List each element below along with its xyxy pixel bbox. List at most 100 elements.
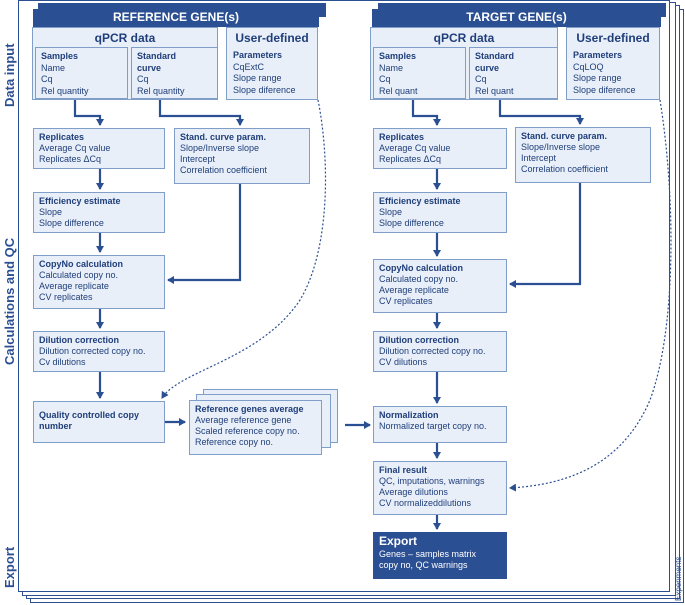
side-label-data-input: Data input xyxy=(2,43,17,107)
ref-standard-panel: Standard curve Cq Rel quantity xyxy=(131,47,218,99)
target-final-line: Average dilutions xyxy=(379,487,448,497)
target-efficiency-line: Slope difference xyxy=(379,218,444,228)
target-replicates-line: Average Cq value xyxy=(379,143,451,153)
ref-dilution-title: Dilution correction xyxy=(39,335,120,345)
ref-samples-title: Samples xyxy=(41,51,79,61)
ref-stand-curve-title: Stand. curve param. xyxy=(180,132,267,142)
target-stand-curve-title: Stand. curve param. xyxy=(521,131,608,141)
target-params-title: Parameters xyxy=(573,50,623,60)
target-params-panel: Parameters CqLOQ Slope range Slope difer… xyxy=(568,47,658,99)
ref-efficiency-line: Slope difference xyxy=(39,218,104,228)
ref-avg-box: Reference genes average Average referenc… xyxy=(189,400,322,455)
ref-standard-title-2: curve xyxy=(137,62,162,73)
ref-copyno-line: CV replicates xyxy=(39,292,93,302)
target-stand-curve-line: Correlation coefficient xyxy=(521,164,608,174)
target-copyno-line: Average replicate xyxy=(379,285,449,295)
ref-copyno-line: Average replicate xyxy=(39,281,109,291)
ref-quality-title-2: number xyxy=(39,421,73,431)
target-normalization-line: Normalized target copy no. xyxy=(379,421,487,431)
ref-stand-curve-line: Correlation coefficient xyxy=(180,165,267,175)
target-copyno-box: CopyNo calculation Calculated copy no. A… xyxy=(373,259,507,313)
ref-samples-line: Rel quantity xyxy=(41,85,89,96)
target-stand-curve-box: Stand. curve param. Slope/Inverse slope … xyxy=(515,127,651,183)
ref-copyno-line: Calculated copy no. xyxy=(39,270,119,280)
ref-avg-title: Reference genes average xyxy=(195,404,304,414)
target-params-line: CqLOQ xyxy=(573,61,604,72)
ref-params-line: Slope diference xyxy=(233,84,296,95)
target-header: TARGET GENE(s) xyxy=(372,9,661,27)
ref-quality-box: Quality controlled copy number xyxy=(33,401,165,443)
ref-quality-title: Quality controlled copy xyxy=(39,410,140,420)
target-params-line: Slope diference xyxy=(573,84,636,95)
target-replicates-box: Replicates Average Cq value Replicates Δ… xyxy=(373,128,507,169)
ref-dilution-line: Dilution corrected copy no. xyxy=(39,346,146,356)
target-dilution-title: Dilution correction xyxy=(379,335,460,345)
target-samples-panel: Samples Name Cq Rel quant xyxy=(373,47,466,99)
target-copyno-line: Calculated copy no. xyxy=(379,274,459,284)
target-export-box: Export Genes – samples matrix copy no, Q… xyxy=(373,532,507,579)
target-standard-title: Standard xyxy=(475,51,515,61)
target-efficiency-box: Efficiency estimate Slope Slope differen… xyxy=(373,192,507,233)
target-replicates-line: Replicates ΔCq xyxy=(379,154,442,164)
ref-copyno-title: CopyNo calculation xyxy=(39,259,124,269)
ref-user-title: User-defined xyxy=(235,31,309,45)
target-efficiency-line: Slope xyxy=(379,207,403,217)
ref-header: REFERENCE GENE(s) xyxy=(33,9,319,27)
target-final-line: CV normalizeddilutions xyxy=(379,498,472,508)
ref-samples-line: Cq xyxy=(41,74,53,84)
ref-copyno-box: CopyNo calculation Calculated copy no. A… xyxy=(33,255,165,309)
target-normalization-box: Normalization Normalized target copy no. xyxy=(373,406,507,443)
target-final-box: Final result QC, imputations, warnings A… xyxy=(373,461,507,515)
ref-efficiency-box: Efficiency estimate Slope Slope differen… xyxy=(33,192,165,233)
target-export-line: Genes – samples matrix xyxy=(379,549,477,559)
side-label-calc-qc: Calculations and QC xyxy=(2,237,17,365)
ref-params-panel: Parameters CqExtC Slope range Slope dife… xyxy=(228,47,316,99)
ref-replicates-line: Average Cq value xyxy=(39,143,111,153)
target-stand-curve-line: Slope/Inverse slope xyxy=(521,142,601,152)
target-samples-line: Rel quant xyxy=(379,85,418,96)
ref-standard-line: Cq xyxy=(137,74,149,84)
ref-replicates-box: Replicates Average Cq value Replicates Δ… xyxy=(33,128,165,169)
ref-stand-curve-line: Slope/Inverse slope xyxy=(180,143,260,153)
ref-avg-line: Average reference gene xyxy=(195,415,292,425)
ref-stand-curve-line: Intercept xyxy=(180,154,216,164)
ref-standard-line: Rel quantity xyxy=(137,85,185,96)
target-efficiency-title: Efficiency estimate xyxy=(379,196,461,206)
ref-efficiency-title: Efficiency estimate xyxy=(39,196,121,206)
ref-qpcr-title: qPCR data xyxy=(94,31,156,45)
target-qpcr-title: qPCR data xyxy=(433,31,495,45)
ref-dilution-box: Dilution correction Dilution corrected c… xyxy=(33,331,165,372)
target-samples-line: Name xyxy=(379,62,404,73)
target-export-title: Export xyxy=(379,534,418,548)
target-params-line: Slope range xyxy=(573,73,622,83)
target-stand-curve-line: Intercept xyxy=(521,153,557,163)
ref-replicates-title: Replicates xyxy=(39,132,85,142)
target-user-title: User-defined xyxy=(576,31,650,45)
ref-standard-title: Standard xyxy=(137,51,177,61)
target-copyno-title: CopyNo calculation xyxy=(379,263,464,273)
target-dilution-line: Dilution corrected copy no. xyxy=(379,346,486,356)
target-export-line: copy no, QC warnings xyxy=(379,560,468,570)
target-replicates-title: Replicates xyxy=(379,132,425,142)
target-standard-title-2: curve xyxy=(475,62,500,73)
target-dilution-box: Dilution correction Dilution corrected c… xyxy=(373,331,507,372)
target-copyno-line: CV replicates xyxy=(379,296,433,306)
ref-avg-line: Scaled reference copy no. xyxy=(195,426,300,436)
target-standard-panel: Standard curve Cq Rel quant xyxy=(469,47,558,99)
ref-avg-line: Reference copy no. xyxy=(195,437,274,447)
target-final-line: QC, imputations, warnings xyxy=(379,476,485,486)
ref-params-line: Slope range xyxy=(233,73,282,83)
ref-params-title: Parameters xyxy=(233,50,283,60)
ref-samples-line: Name xyxy=(41,62,66,73)
target-standard-line: Cq xyxy=(475,74,487,84)
target-normalization-title: Normalization xyxy=(379,410,439,420)
ref-efficiency-line: Slope xyxy=(39,207,63,217)
target-standard-line: Rel quant xyxy=(475,85,514,96)
ref-replicates-line: Replicates ΔCq xyxy=(39,154,102,164)
target-samples-line: Cq xyxy=(379,74,391,84)
target-dilution-line: CV dilutions xyxy=(379,357,428,367)
side-label-export: Export xyxy=(2,546,17,588)
side-label-experiments: Experiments xyxy=(674,556,683,601)
target-samples-title: Samples xyxy=(379,51,417,61)
ref-dilution-line: Cv dilutions xyxy=(39,357,86,367)
